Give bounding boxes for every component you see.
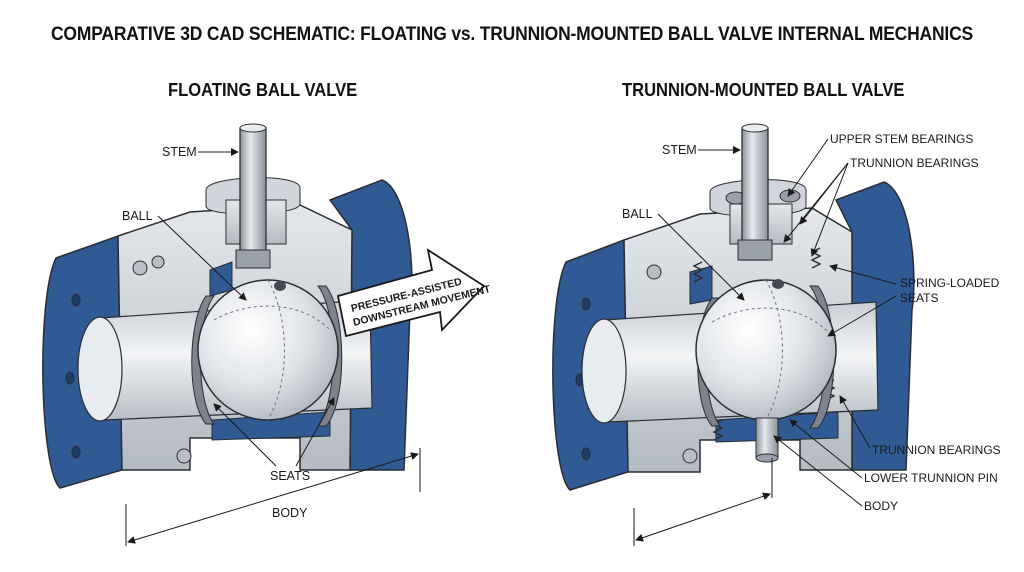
trunnion-label-trunnion-bearings-top: TRUNNION BEARINGS: [850, 156, 979, 170]
trunnion-label-ball: BALL: [622, 207, 653, 221]
trunnion-label-trunnion-bearings-bottom: TRUNNION BEARINGS: [872, 443, 1001, 457]
trunnion-label-body: BODY: [864, 499, 898, 513]
floating-label-stem: STEM: [162, 145, 197, 159]
floating-label-seats: SEATS: [270, 469, 310, 483]
trunnion-label-spring-loaded-line1: SPRING-LOADED: [900, 276, 1000, 290]
floating-ball: [197, 279, 339, 421]
floating-valve-illustration: PRESSURE-ASSISTED DOWNSTREAM MOVEMENT: [42, 123, 492, 546]
trunnion-label-spring-loaded-line2: SEATS: [900, 291, 938, 305]
main-title: COMPARATIVE 3D CAD SCHEMATIC: FLOATING v…: [50, 24, 974, 45]
floating-label-ball: BALL: [122, 209, 153, 223]
trunnion-label-stem: STEM: [662, 143, 697, 157]
floating-label-body: BODY: [272, 506, 308, 520]
floating-panel-title: FLOATING BALL VALVE: [168, 80, 358, 100]
trunnion-lower-pin: [755, 417, 779, 459]
trunnion-ball: [695, 279, 837, 421]
trunnion-label-lower-trunnion-pin: LOWER TRUNNION PIN: [864, 471, 998, 485]
pressure-arrow: [336, 248, 486, 338]
trunnion-label-upper-stem-bearings: UPPER STEM BEARINGS: [830, 132, 973, 146]
trunnion-valve-illustration: [552, 123, 915, 546]
trunnion-spring-upper-left: [692, 261, 704, 283]
trunnion-panel-title: TRUNNION-MOUNTED BALL VALVE: [622, 80, 905, 100]
floating-stem: [239, 127, 267, 267]
trunnion-stem: [741, 127, 769, 261]
